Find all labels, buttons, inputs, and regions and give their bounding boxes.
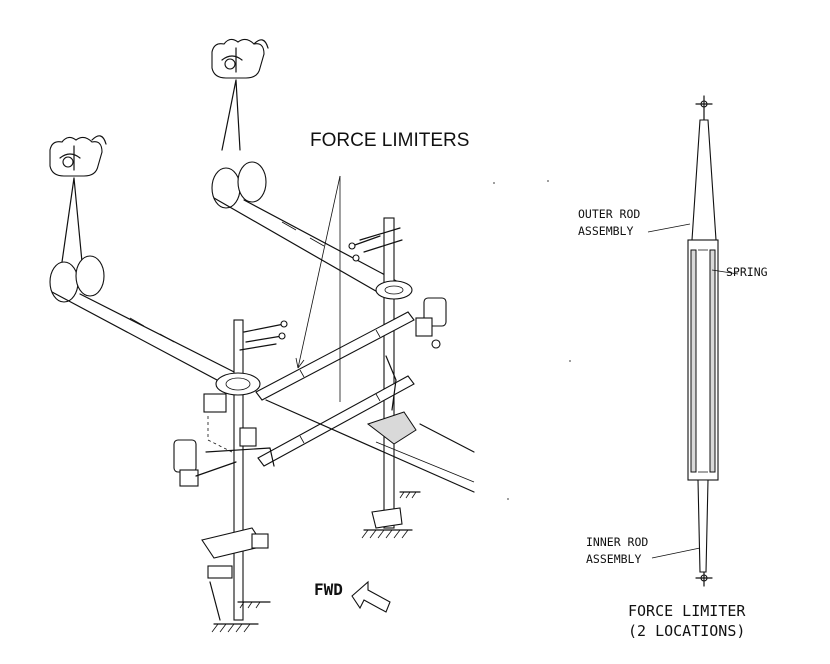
front-torque-tube: [215, 319, 288, 621]
hollow-arrow-icon: [351, 580, 391, 613]
inner-rod-assembly-label: INNER ROD ASSEMBLY: [586, 535, 649, 566]
spring-label: SPRING: [726, 265, 768, 279]
force-limiters-title: FORCE LIMITERS: [310, 130, 470, 151]
fwd-label: FWD: [314, 580, 343, 599]
outer-rod-assembly-label: OUTER ROD ASSEMBLY: [578, 207, 641, 238]
force-limiter-detail: [647, 95, 739, 587]
spring-coils: [690, 249, 716, 473]
rear-control-wheel: [211, 38, 269, 79]
front-ground-mount: [209, 581, 271, 633]
locations-caption: (2 LOCATIONS): [628, 622, 746, 640]
rear-ground-mount: [361, 491, 421, 539]
force-limiters-leaders: [295, 175, 341, 402]
rear-actuator: [415, 297, 447, 349]
control-linkage-drawing: [49, 38, 475, 633]
force-limiter-rod-lower: [257, 375, 415, 467]
rear-torque-tube: [348, 217, 413, 529]
front-control-wheel: [49, 135, 107, 177]
force-limiter-rod-upper: [255, 311, 415, 401]
force-limiter-caption: FORCE LIMITER: [628, 602, 746, 620]
front-actuator: [173, 439, 237, 487]
lower-bellcrank: [201, 527, 269, 579]
